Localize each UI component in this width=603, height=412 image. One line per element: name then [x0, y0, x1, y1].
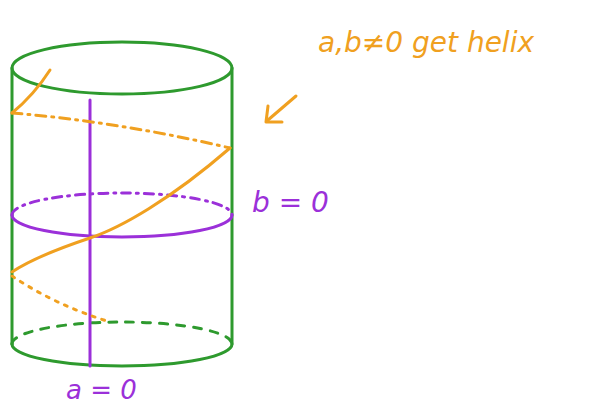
helix-front: [12, 70, 50, 113]
cylinder-side: [11, 68, 14, 344]
helix-note: a,b≠0 get helix: [318, 28, 534, 59]
cylinder-top: [12, 42, 232, 94]
circle-front: [12, 215, 232, 237]
circle-label: b = 0: [252, 188, 329, 219]
line-label: a = 0: [66, 376, 137, 405]
helix-back: [12, 113, 230, 148]
cylinder-bottom-back: [12, 322, 232, 344]
cylinder-bottom-front: [12, 344, 232, 366]
circle-back: [12, 193, 232, 215]
vertical-line: [89, 100, 92, 366]
helix-back: [12, 276, 110, 322]
callout-arrow: [268, 96, 296, 120]
helix-front: [12, 148, 230, 272]
arrow-head: [266, 106, 282, 122]
cylinder-side: [231, 68, 234, 344]
